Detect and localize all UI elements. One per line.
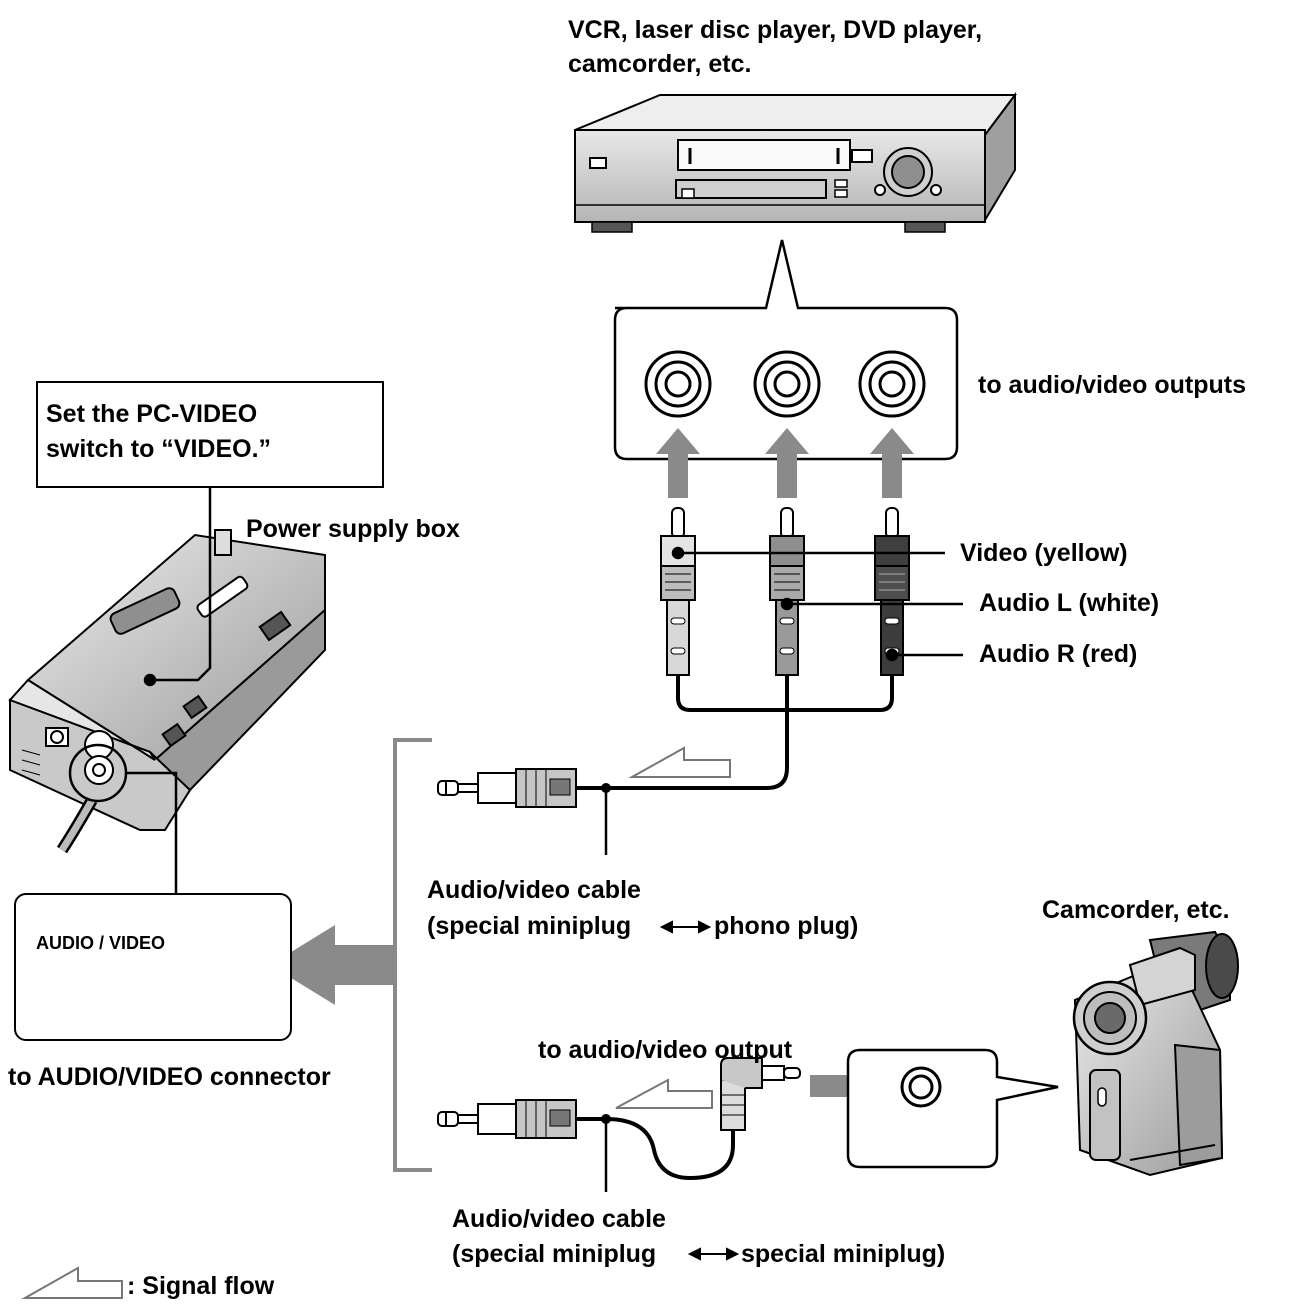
source-devices-label-line2: camcorder, etc. <box>568 50 752 78</box>
signal-flow-legend-label: : Signal flow <box>127 1272 275 1300</box>
miniplug-cable2-icon <box>437 1099 735 1192</box>
switch-note-line2: switch to “VIDEO.” <box>46 435 272 463</box>
cable2-label-line2-b: special miniplug) <box>741 1240 946 1268</box>
outputs-label: to audio/video outputs <box>978 371 1247 399</box>
rca-plug-video-icon <box>660 507 696 676</box>
plug-leader-lines <box>671 546 963 662</box>
cable-group-bracket <box>393 738 432 1172</box>
power-supply-box-label: Power supply box <box>246 515 460 543</box>
cable1-label-line2-a: (special miniplug <box>427 912 632 940</box>
camcorder-output-label: to audio/video output <box>538 1036 793 1064</box>
camcorder-icon <box>1072 930 1239 1177</box>
rca-cable-bundle <box>606 675 894 790</box>
audio-l-plug-label: Audio L (white) <box>979 589 1160 617</box>
video-plug-label: Video (yellow) <box>960 539 1128 567</box>
signal-flow-arrow-1 <box>628 746 731 778</box>
switch-note-box <box>36 381 384 488</box>
source-devices-label-line1: VCR, laser disc player, DVD player, <box>568 16 983 44</box>
audio-video-connector-label: AUDIO / VIDEO <box>36 933 166 953</box>
connector-leader-line <box>68 743 178 893</box>
power-supply-box-icon <box>8 529 326 854</box>
camcorder-label: Camcorder, etc. <box>1042 896 1230 924</box>
camcorder-jack-panel <box>846 1048 1059 1169</box>
cable2-label-line2-a: (special miniplug <box>452 1240 657 1268</box>
double-arrow-icon <box>659 920 740 1261</box>
vcr-jack-panel <box>613 239 959 461</box>
right-angle-miniplug-icon <box>720 1057 801 1131</box>
miniplug-cable1-icon <box>437 768 611 855</box>
video-output-jack-icon <box>644 350 712 418</box>
cable2-label-line1: Audio/video cable <box>452 1205 666 1233</box>
audio-video-connector-panel <box>14 893 292 1041</box>
rca-plug-audio-l-icon <box>769 507 805 676</box>
cable1-label-line1: Audio/video cable <box>427 876 641 904</box>
switch-note-line1: Set the PC-VIDEO <box>46 400 258 428</box>
connector-arrow <box>270 925 395 1005</box>
signal-flow-legend-icon <box>21 1266 123 1299</box>
audio-r-plug-label: Audio R (red) <box>979 640 1138 668</box>
audio-r-output-jack-icon <box>858 350 926 418</box>
vcr-device-icon <box>574 92 1017 233</box>
connector-caption: to AUDIO/VIDEO connector <box>8 1063 331 1091</box>
signal-flow-arrow-2 <box>615 1078 713 1109</box>
switch-leader-line <box>143 486 212 687</box>
plug-insert-arrows <box>656 428 914 498</box>
audio-l-output-jack-icon <box>753 350 821 418</box>
cable1-label-line2-b: phono plug) <box>714 912 859 940</box>
